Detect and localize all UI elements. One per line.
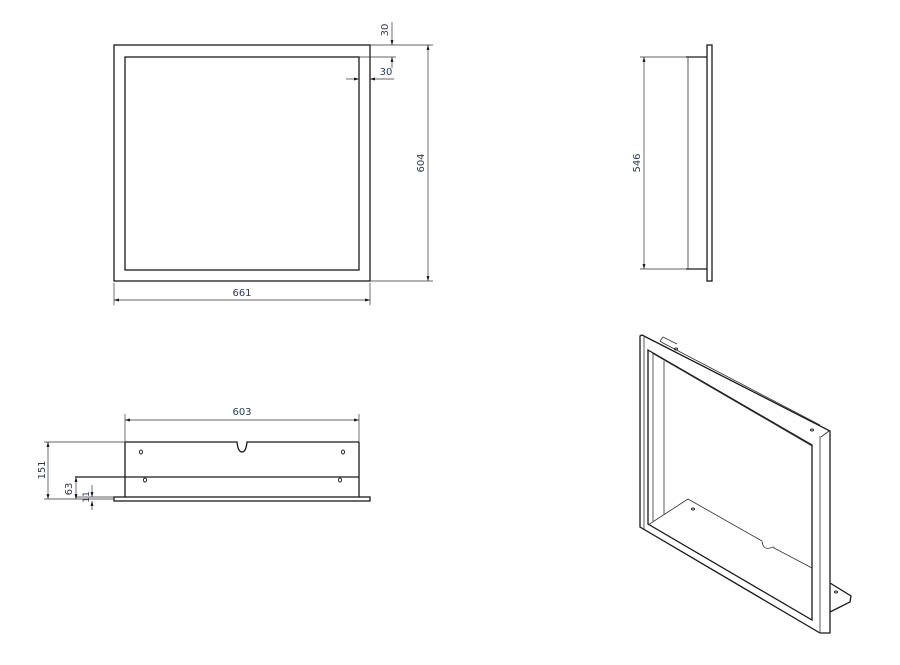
base-plate (113, 496, 371, 502)
plate-thickness-label: 11 (82, 491, 92, 502)
isometric-view (639, 334, 852, 634)
total-depth-label: 151 (37, 460, 48, 479)
frame-top-label: 30 (380, 24, 391, 37)
height-label: 604 (416, 153, 427, 172)
mid-depth-label: 63 (64, 483, 75, 496)
inner-opening (124, 56, 360, 271)
iso-opening (647, 348, 813, 622)
depth-label: 546 (632, 153, 643, 172)
top-edge-with-notch (125, 441, 359, 453)
width-label: 661 (232, 288, 251, 299)
frame-side-label: 30 (380, 67, 393, 78)
flange-plate (706, 44, 713, 282)
inner-width-label: 603 (232, 407, 251, 418)
side-view: 546 (632, 44, 713, 282)
bottom-view: 603 151 63 11 (37, 407, 371, 510)
outer-frame (113, 44, 371, 282)
front-view: 661 604 30 30 (113, 22, 433, 305)
